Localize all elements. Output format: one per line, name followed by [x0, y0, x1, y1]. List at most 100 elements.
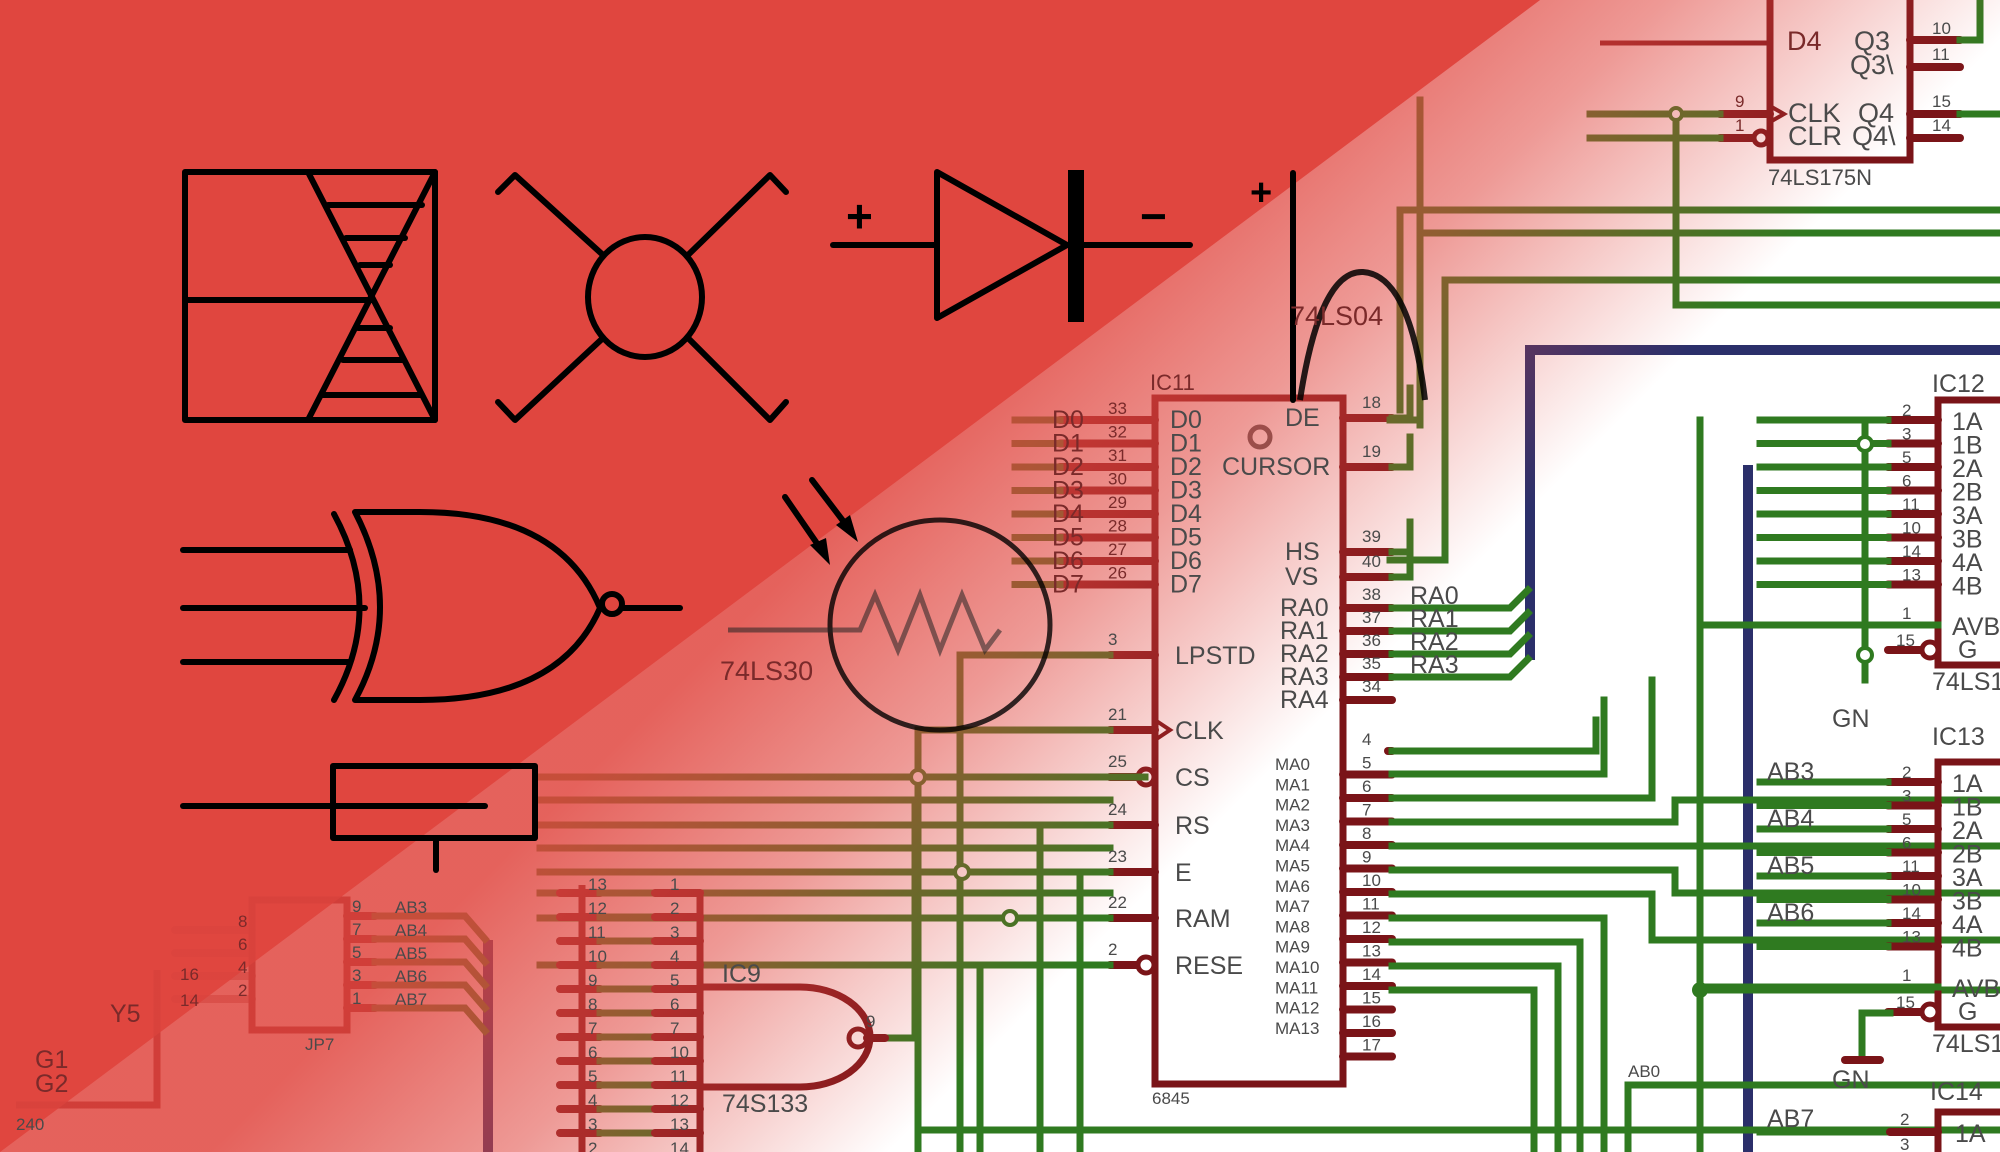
crtc-ma-pin-name: MA0: [1275, 755, 1310, 774]
crtc-ma-pin-num: 6: [1362, 777, 1371, 796]
crtc-data-pin-num: 29: [1108, 493, 1127, 512]
mux-net-label: AB6: [1767, 899, 1814, 927]
crtc-right-pin-num: 39: [1362, 527, 1381, 546]
mux-pin-num: 6: [1902, 834, 1911, 853]
crtc-left-pin-num: 25: [1108, 752, 1127, 771]
crtc-ra-pin-num: 35: [1362, 654, 1381, 673]
ra-net-label: RA3: [1410, 651, 1459, 679]
xnor-gate-icon: [180, 509, 683, 703]
crtc-right-pin-name: HS: [1285, 538, 1320, 566]
crtc-ma-pin-name: MA6: [1275, 877, 1310, 896]
mux-pin-num: 2: [1902, 401, 1911, 420]
crtc-left-pin-name: CS: [1175, 764, 1210, 792]
mux-pin-name: 2A: [1952, 455, 1983, 483]
crtc-ma-pin-num: 13: [1362, 942, 1381, 961]
crtc-ma-pin-num: 17: [1362, 1036, 1381, 1055]
photoresistor-icon: [728, 477, 1053, 733]
mux-pin-name: 3A: [1952, 502, 1983, 530]
ic9-right-pin-num: 11: [670, 1067, 688, 1086]
crtc-left-pin-name: RS: [1175, 812, 1210, 840]
crtc-data-pin-name: D7: [1170, 571, 1202, 599]
crtc-left-pin-num: 3: [1108, 630, 1117, 649]
crtc-ma-pin-num: 15: [1362, 989, 1381, 1008]
ic9-right-pin-num: 2: [670, 899, 679, 918]
ic9-right-pin-num: 7: [670, 1019, 679, 1038]
ic-top-pin-num: 15: [1932, 92, 1951, 111]
jp7-ref: JP7: [305, 1035, 334, 1054]
crtc-right-pin-num: 18: [1362, 393, 1381, 412]
ic9-right-pin-num: 1: [670, 875, 679, 894]
mux-pin-num: 10: [1902, 881, 1921, 900]
crtc-ma-pin-name: MA8: [1275, 917, 1310, 936]
crtc-right-pin-name: DE: [1285, 404, 1320, 432]
mux-pin-name: 4A: [1952, 549, 1983, 577]
crtc-ma-pin-num: 9: [1362, 848, 1371, 867]
crtc-left-pin-num: 2: [1108, 940, 1117, 959]
mux-pin-name: 1A: [1952, 408, 1983, 436]
crtc-right-pin-name: VS: [1285, 563, 1318, 591]
ic9-left-pin-num: 10: [588, 947, 607, 966]
jp7-pin-num: 5: [352, 943, 361, 962]
mux-ctrl-pin-name: AVB: [1952, 613, 2000, 641]
crtc-data-pin-num: 30: [1108, 470, 1127, 489]
ic-top-pin-name: CLK: [1788, 98, 1841, 128]
ic-top-pin-name: Q3: [1854, 26, 1890, 56]
ic-top-label-d4: D4: [1787, 26, 1822, 56]
ic9-left-pin-num: 3: [588, 1115, 597, 1134]
crtc-right-pin-num: 40: [1362, 552, 1381, 571]
ra-net-label: RA2: [1410, 628, 1459, 656]
ic14-pin-num: 2: [1900, 1110, 1909, 1129]
ic9-right-pin-num: 12: [670, 1091, 689, 1110]
ic9-right-pin-num: 5: [670, 971, 679, 990]
ic9-right-pin-num: 13: [670, 1115, 689, 1134]
mux-pin-name: 1B: [1952, 794, 1983, 822]
crtc-right-pin-num: 19: [1362, 442, 1381, 461]
jp7-left-pin-num: 8: [238, 912, 247, 931]
crtc-ma-pin-name: MA2: [1275, 796, 1310, 815]
crtc-left-pin-name: RESE: [1175, 952, 1243, 980]
crtc-ra-pin-name: RA2: [1280, 640, 1329, 668]
mux-ctrl-pin-num: 1: [1902, 966, 1911, 985]
mux-pin-num: 5: [1902, 810, 1911, 829]
crtc-left-pin-name: E: [1175, 859, 1192, 887]
crtc-part: 6845: [1152, 1089, 1190, 1108]
crtc-data-pin-num: 27: [1108, 540, 1127, 559]
crtc-data-net-label: D6: [1052, 547, 1084, 575]
ic-top-pin-name: Q4: [1858, 98, 1894, 128]
mux-pin-name: 2B: [1952, 841, 1983, 869]
crtc-data-pin-num: 26: [1108, 564, 1127, 583]
crtc-ra-pin-num: 36: [1362, 631, 1381, 650]
crtc-left-pin-num: 24: [1108, 800, 1127, 819]
mux-pin-num: 14: [1902, 904, 1921, 923]
crtc-data-net-label: D3: [1052, 477, 1084, 505]
crtc-data-pin-name: D5: [1170, 524, 1202, 552]
mux-pin-name: 2A: [1952, 817, 1983, 845]
crtc-data-net-label: D0: [1052, 406, 1084, 434]
ic-top-pin-num: 11: [1932, 45, 1950, 64]
crtc-ma-pin-name: MA7: [1275, 897, 1310, 916]
capacitor-symbol-icon: +: [1250, 170, 1428, 403]
gnd-label: GN: [1832, 705, 1870, 733]
crtc-ma-pin-name: MA11: [1275, 978, 1318, 997]
ic-top-part: 74LS175N: [1768, 165, 1872, 190]
ic9-ref: IC9: [722, 960, 761, 988]
crtc-data-pin-name: D0: [1170, 406, 1202, 434]
ic-top-pin-num: 1: [1735, 116, 1744, 135]
jp7-left-pin-num: 2: [238, 981, 247, 1000]
ic9-left-pin-num: 13: [588, 875, 607, 894]
mux-pin-num: 14: [1902, 542, 1921, 561]
cap-plus: +: [1250, 172, 1272, 214]
mux-ref: IC12: [1932, 370, 1985, 398]
crtc-ma-pin-name: MA13: [1275, 1019, 1319, 1038]
mux-pin-name: 3B: [1952, 888, 1983, 916]
jp7-net-label: AB4: [395, 921, 427, 940]
mux-pin-name: 2B: [1952, 479, 1983, 507]
crtc-right-pin-name: CURSOR: [1222, 453, 1330, 481]
gnd-label: GN: [1832, 1066, 1870, 1094]
ic9-left-pin-num: 8: [588, 995, 597, 1014]
mux-net-label: AB4: [1767, 805, 1814, 833]
mux-pin-num: 3: [1902, 787, 1911, 806]
jp7-net-label: AB6: [395, 967, 427, 986]
crtc-left-pin-num: 22: [1108, 893, 1127, 912]
